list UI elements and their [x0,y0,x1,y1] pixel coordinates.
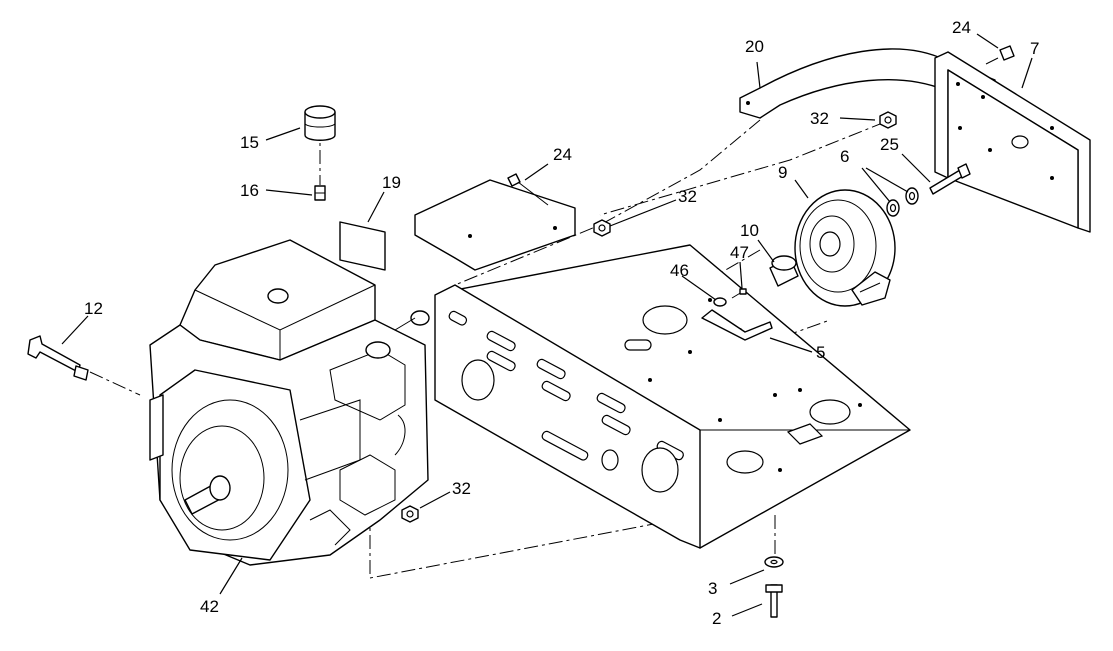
nut-32-top [879,111,897,129]
callout-47: 47 [730,243,749,262]
callout-9: 9 [778,163,787,182]
callout-19: 19 [382,173,401,192]
callout-labels: 20 24 7 32 25 6 9 15 24 19 16 32 10 47 4… [84,18,1039,628]
washer-46 [713,297,727,307]
callout-42: 42 [200,597,219,616]
bolt-25 [929,163,971,195]
callout-20: 20 [745,37,764,56]
callout-24: 24 [553,145,572,164]
callout-32: 32 [678,187,697,206]
bolt-47 [731,288,747,299]
callout-6: 6 [840,147,849,166]
chassis-frame [434,244,911,549]
rod-5 [701,309,773,341]
dipstick-tube-12 [27,335,89,381]
washers-6 [886,187,919,217]
clutch-9 [794,189,896,307]
cap-15 [304,105,336,141]
spacer-10 [769,255,799,287]
callout-5: 5 [816,343,825,362]
washer-3 [764,556,784,568]
callout-12: 12 [84,299,103,318]
callout-25: 25 [880,135,899,154]
engine-mount-plate [414,173,576,271]
bolt-24-top [985,45,1015,65]
callout-15: 15 [240,133,259,152]
callout-24: 24 [952,18,971,37]
decal-19 [339,221,386,271]
bolt-2 [765,584,783,618]
callout-7: 7 [1030,39,1039,58]
callout-16: 16 [240,181,259,200]
callout-32: 32 [452,479,471,498]
callout-32: 32 [810,109,829,128]
nut-32-low [401,505,419,523]
callout-2: 2 [712,609,721,628]
callout-10: 10 [740,221,759,240]
callout-46: 46 [670,261,689,280]
nut-32-mid [593,219,611,237]
callout-3: 3 [708,579,717,598]
engine-42 [149,239,430,566]
leader-lines [61,33,1033,617]
upper-bracket-7-20 [739,48,1091,233]
fitting-16 [314,185,326,201]
